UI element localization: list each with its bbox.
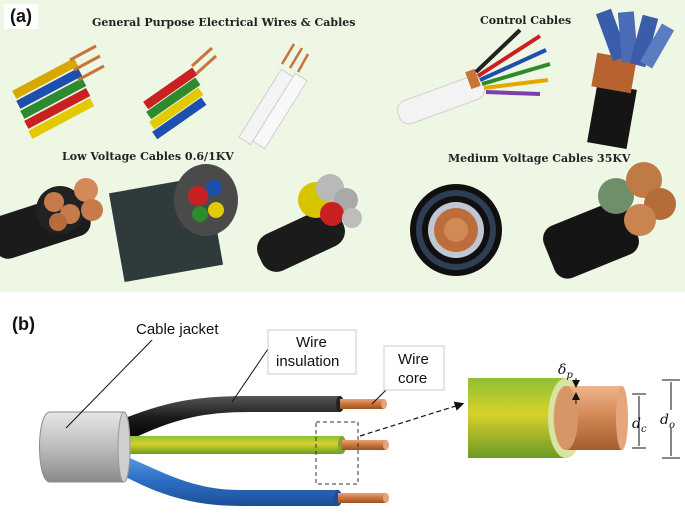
green-yellow-wire <box>120 436 342 454</box>
blue-wire-core <box>338 493 386 503</box>
symbol-delta-p: δp <box>558 362 573 381</box>
photo-mv-cross-section <box>410 184 502 276</box>
label-wire-insulation-line2: insulation <box>276 353 339 370</box>
label-cable-jacket: Cable jacket <box>136 321 219 338</box>
cable-diagram: Cable jacket Wire insulation Wire core δ… <box>39 318 682 506</box>
label-wire-insulation-line1: Wire <box>296 334 327 351</box>
photo-flat-white-cable <box>238 43 310 150</box>
zoom-box <box>315 421 359 485</box>
photo-control-cable-white <box>396 28 551 125</box>
symbol-do: do <box>660 412 675 431</box>
photo-lv-cable-2 <box>108 164 238 282</box>
cable-jacket <box>39 411 131 483</box>
caption-low-voltage: Low Voltage Cables 0.6/1KV <box>62 150 234 163</box>
dimension-dc <box>632 393 646 449</box>
black-wire-core <box>340 399 384 409</box>
photo-general-wires-2 <box>143 46 218 140</box>
panel-a-photo-collage: (a) General Purpose Electrical Wires & C… <box>0 0 685 292</box>
photo-mv-cable <box>543 162 676 279</box>
black-wire <box>120 396 340 440</box>
caption-control-cables: Control Cables <box>480 14 572 27</box>
photo-general-wires-1 <box>12 44 105 139</box>
photo-lv-cable-1 <box>0 178 103 259</box>
caption-general-purpose: General Purpose Electrical Wires & Cable… <box>92 16 356 29</box>
label-wire-core-line1: Wire <box>398 351 429 368</box>
photo-control-cable-black <box>587 8 675 150</box>
photo-lv-cable-3 <box>257 174 362 272</box>
symbol-dc: dc <box>632 416 647 435</box>
label-wire-core-line2: core <box>398 370 427 387</box>
green-yellow-wire-core <box>342 440 386 450</box>
panel-b-label: (b) <box>6 312 41 337</box>
cable-photos <box>0 8 676 282</box>
caption-medium-voltage: Medium Voltage Cables 35KV <box>448 152 631 165</box>
blue-wire <box>120 454 338 506</box>
leader-cable-jacket <box>65 337 155 429</box>
leader-wire-insulation <box>231 345 271 403</box>
zoom-arrow <box>359 401 465 437</box>
zoomed-wire-detail <box>468 378 628 458</box>
panel-a-label: (a) <box>4 4 38 29</box>
